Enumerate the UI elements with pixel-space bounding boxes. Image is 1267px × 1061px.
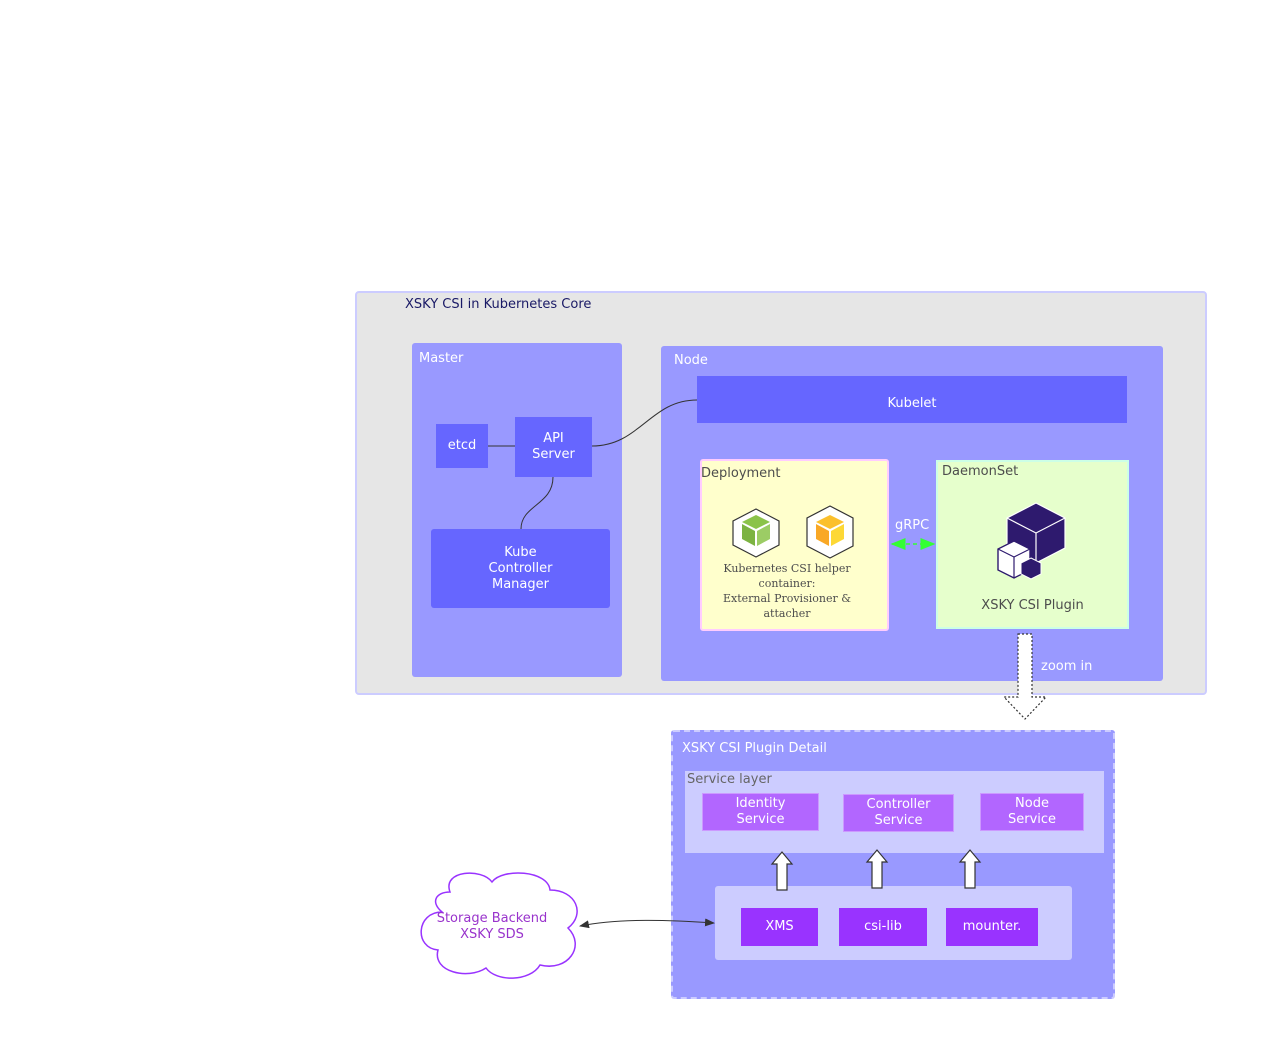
up-arrow-node	[958, 849, 982, 889]
master-container	[412, 343, 622, 677]
storage-backend-cloud	[420, 872, 578, 979]
helper-container-icon-yellow	[806, 505, 854, 559]
identity-service-box: Identity Service	[702, 793, 819, 831]
zoom-in-label: zoom in	[1041, 659, 1093, 674]
service-layer-label: Service layer	[687, 772, 772, 787]
deployment-container	[700, 459, 889, 631]
up-arrow-controller	[865, 849, 889, 889]
api-kubelet-connector	[591, 399, 698, 447]
xms-box: XMS	[741, 908, 818, 946]
mounter-box: mounter.	[946, 908, 1038, 946]
csi-lib-box: csi-lib	[839, 908, 927, 946]
kubelet-box: Kubelet	[697, 376, 1127, 423]
master-label: Master	[419, 351, 464, 366]
deployment-label: Deployment	[701, 466, 781, 481]
grpc-label: gRPC	[895, 518, 930, 533]
node-service-box: Node Service	[980, 793, 1084, 831]
zoom-in-arrow	[1002, 633, 1048, 720]
core-title: XSKY CSI in Kubernetes Core	[405, 297, 592, 312]
csi-plugin-icon	[997, 502, 1066, 580]
csi-plugin-label: XSKY CSI Plugin	[981, 598, 1084, 613]
plugin-detail-title: XSKY CSI Plugin Detail	[682, 741, 827, 756]
api-kcm-connector	[520, 476, 554, 530]
kube-controller-manager-box: Kube Controller Manager	[431, 529, 610, 608]
storage-lib-arrow	[579, 918, 715, 929]
api-server-box: API Server	[515, 417, 592, 477]
node-label: Node	[674, 353, 708, 368]
up-arrow-identity	[770, 851, 794, 891]
storage-backend-label: Storage Backend XSKY SDS	[436, 911, 548, 942]
daemonset-label: DaemonSet	[942, 464, 1019, 479]
helper-container-icon-green	[732, 508, 780, 558]
etcd-box: etcd	[436, 424, 488, 468]
deployment-caption: Kubernetes CSI helper container: Externa…	[722, 562, 852, 620]
controller-service-box: Controller Service	[843, 794, 954, 832]
